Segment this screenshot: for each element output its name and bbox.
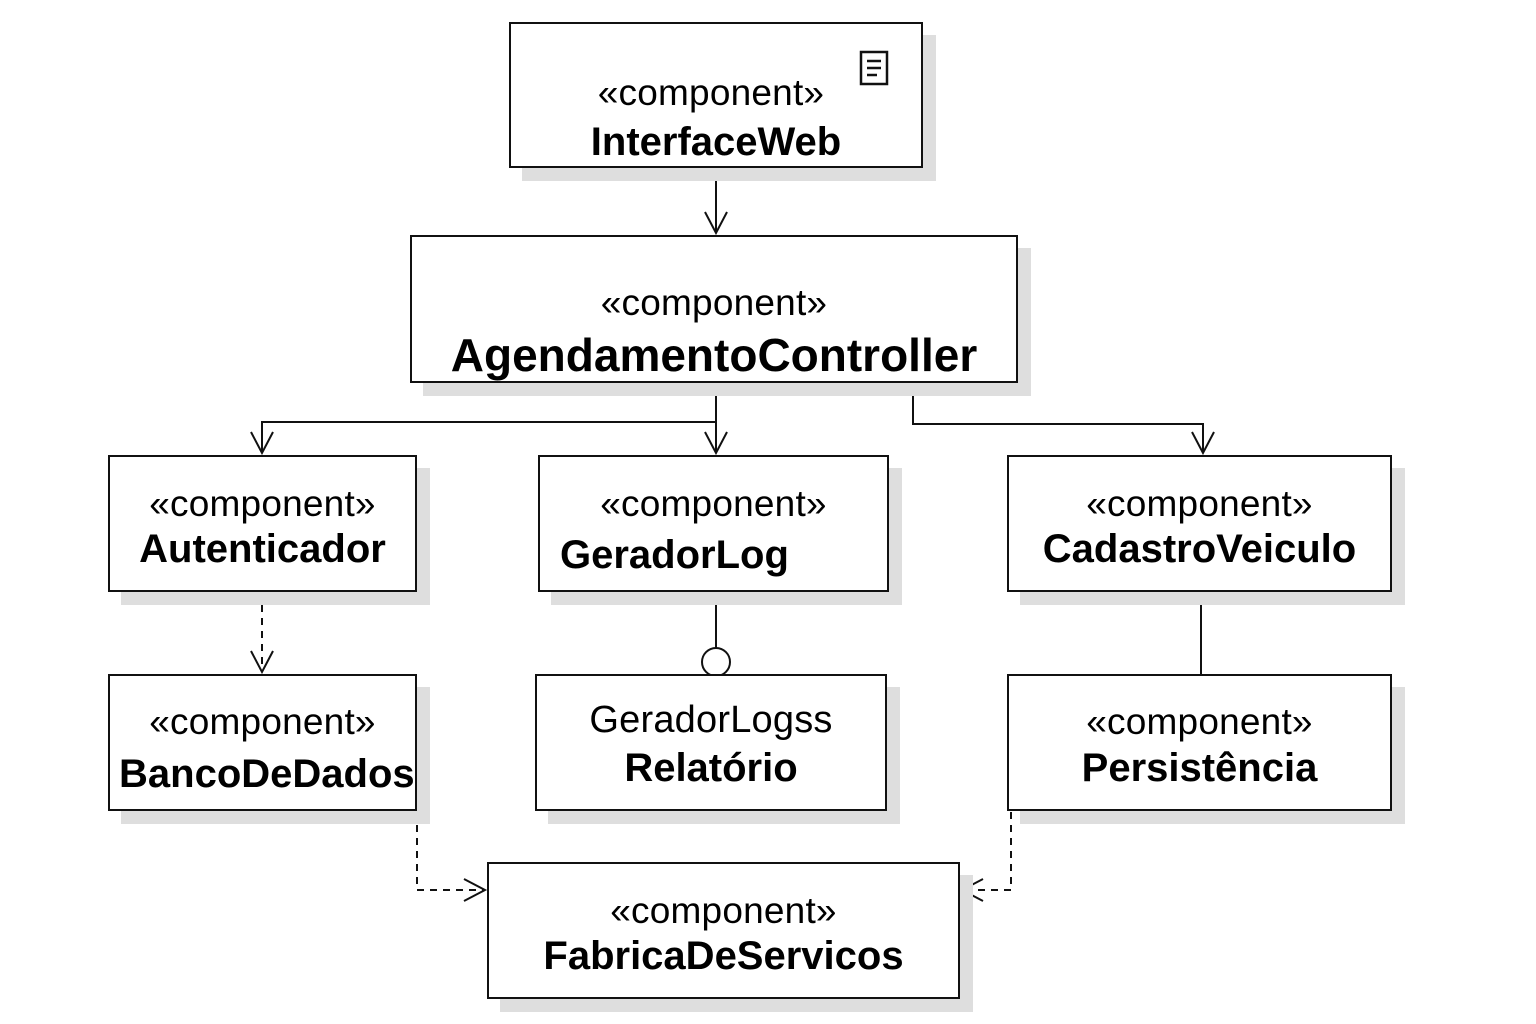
edge-banco-fabrica (416, 812, 488, 902)
component-autenticador[interactable]: «component» Autenticador (108, 455, 417, 592)
component-persistencia[interactable]: «component» Persistência (1007, 674, 1392, 811)
component-name: Relatório (624, 746, 798, 790)
document-icon (859, 50, 889, 86)
component-name: Persistência (1081, 746, 1318, 790)
component-geradorlog[interactable]: «component» GeradorLog (538, 455, 889, 592)
edge-controller-geradorlog (704, 383, 728, 456)
component-interfaceweb[interactable]: «component» InterfaceWeb (509, 22, 923, 168)
edge-geradorlog-relatorio (701, 592, 731, 677)
stereotype-label: «component» (600, 483, 827, 524)
component-name: InterfaceWeb (590, 120, 842, 164)
edge-controller-cadastro (912, 383, 1215, 456)
component-name: AgendamentoController (450, 329, 978, 381)
component-name: CadastroVeiculo (1042, 527, 1357, 571)
edge-autenticador-banco (250, 592, 274, 675)
stereotype-label: «component» (610, 890, 837, 931)
component-name: GeradorLog (560, 533, 789, 577)
stereotype-label: «component» (600, 282, 828, 323)
edge-interfaceweb-controller (704, 168, 728, 236)
stereotype-label: «component» (597, 72, 825, 113)
component-fabricadeservicos[interactable]: «component» FabricaDeServicos (487, 862, 960, 999)
component-relatorio[interactable]: GeradorLogss Relatório (535, 674, 887, 811)
stereotype-label: GeradorLogss (589, 699, 833, 741)
stereotype-label: «component» (1086, 701, 1313, 742)
component-name: BancoDeDados (119, 752, 415, 796)
edge-persistencia-fabrica (959, 812, 1012, 902)
stereotype-label: «component» (1086, 483, 1313, 524)
component-name: FabricaDeServicos (543, 934, 904, 978)
stereotype-label: «component» (149, 483, 376, 524)
edge-controller-autenticador (250, 383, 717, 456)
component-cadastroveiculo[interactable]: «component» CadastroVeiculo (1007, 455, 1392, 592)
stereotype-label: «component» (149, 701, 376, 742)
component-agendamento-controller[interactable]: «component» AgendamentoController (410, 235, 1018, 383)
component-bancodedados[interactable]: «component» BancoDeDados (108, 674, 417, 811)
component-name: Autenticador (139, 527, 386, 571)
